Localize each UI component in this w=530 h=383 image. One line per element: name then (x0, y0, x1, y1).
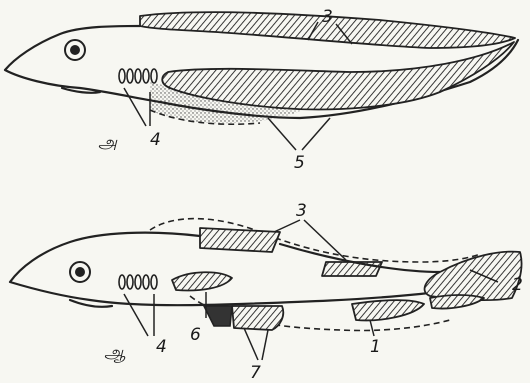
bottom-label-1: 1 (370, 337, 381, 357)
bottom-label-6: 6 (190, 325, 201, 345)
bottom-label-2: 2 (512, 275, 523, 295)
bottom-rear-fin (430, 295, 484, 309)
bottom-eye-pupil (75, 267, 85, 277)
bottom-fish (10, 219, 522, 360)
bottom-pectoral-fin (172, 272, 232, 290)
top-lateral-fold (162, 42, 514, 109)
bottom-caudal-fin (425, 252, 522, 301)
bottom-dorsal-fin-1 (200, 228, 280, 252)
top-label-4: 4 (150, 130, 161, 150)
bottom-dorsal-fin-2 (322, 262, 382, 276)
top-fish (5, 12, 518, 150)
top-label-5: 5 (294, 153, 305, 173)
top-label-3: 3 (322, 7, 333, 27)
bottom-label-3: 3 (296, 201, 307, 221)
top-sub-label: அ (98, 133, 118, 153)
bottom-label-7: 7 (250, 363, 261, 383)
bottom-pelvic-fin (232, 306, 283, 330)
bottom-sub-label: ஆ (104, 343, 126, 363)
top-gill-slits (119, 69, 157, 83)
top-eye-pupil (70, 45, 80, 55)
bottom-gill-slits (119, 275, 157, 289)
bottom-pelvic-fin-dark (204, 306, 232, 326)
bottom-anal-fin (352, 300, 424, 320)
bottom-label-4: 4 (156, 337, 167, 357)
